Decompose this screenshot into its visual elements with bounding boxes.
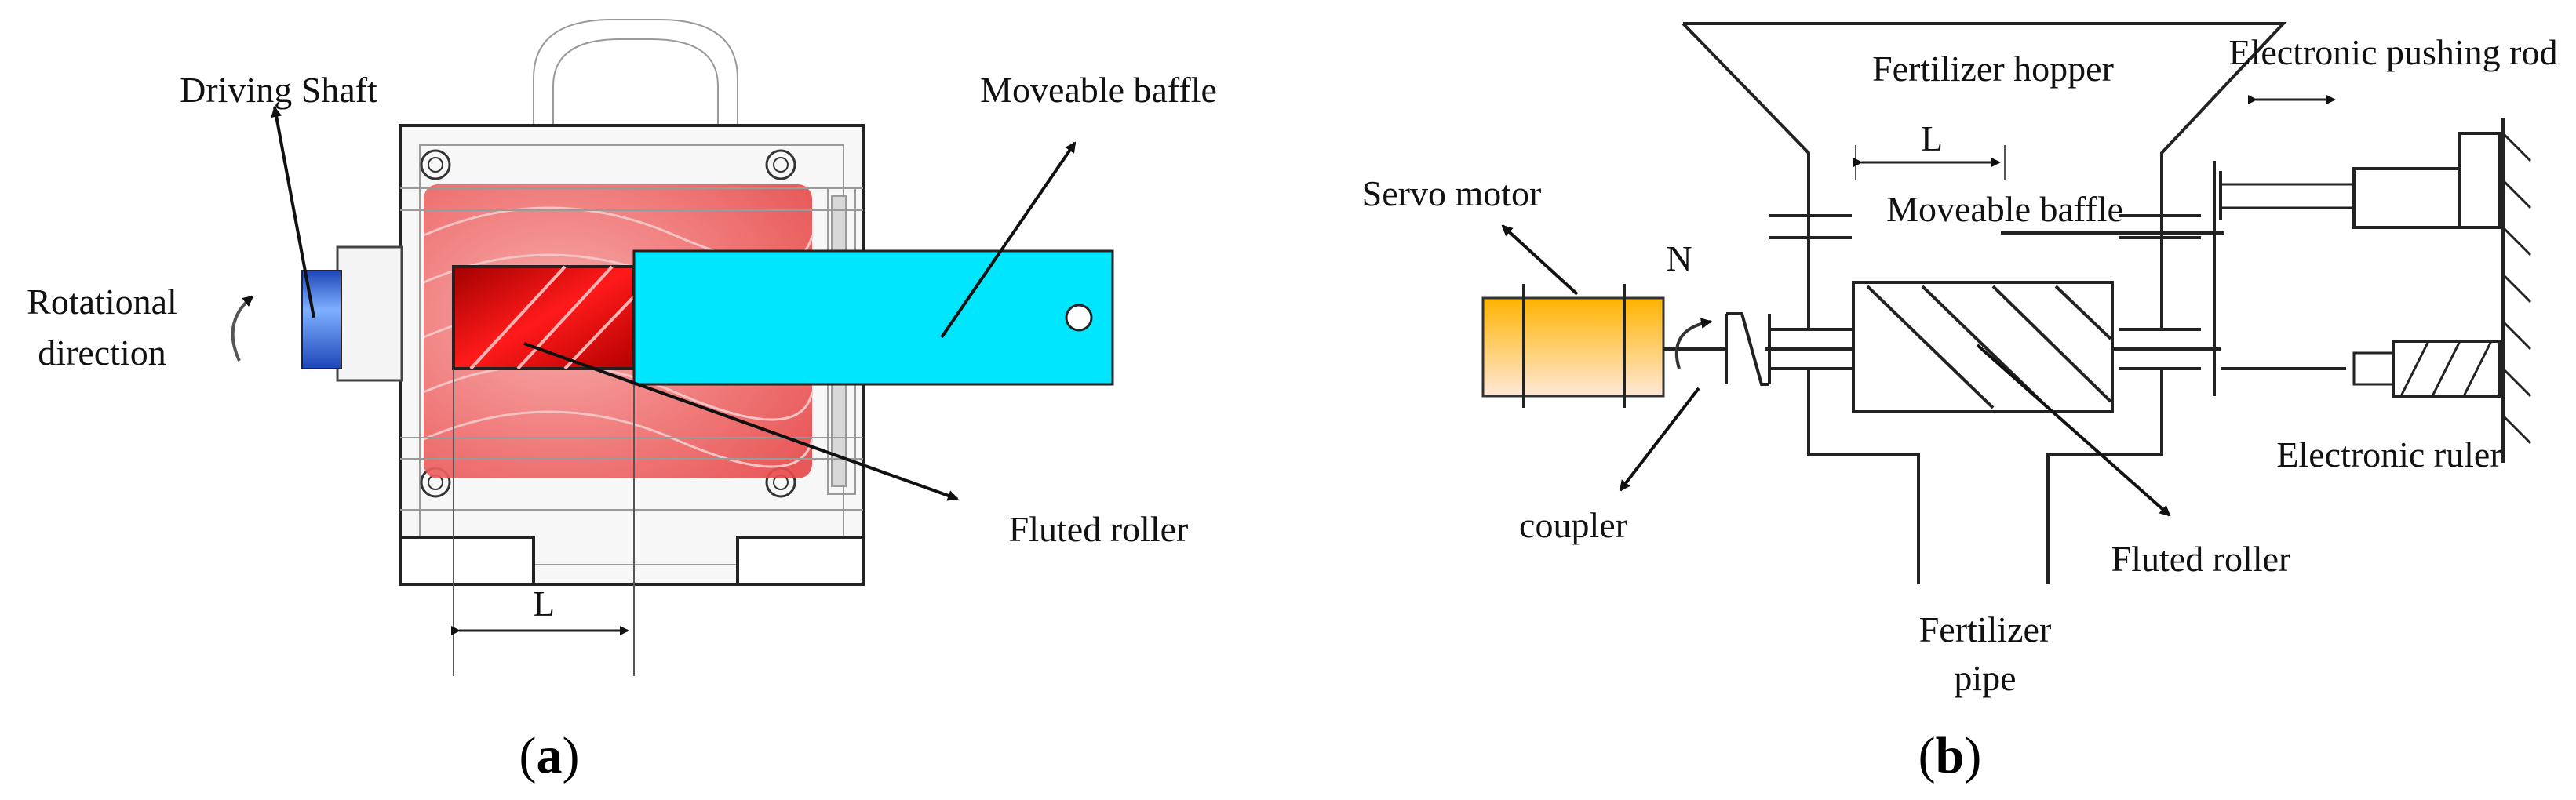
window-flutes <box>469 265 636 370</box>
moveable-baffle-label-b: Moveable baffle <box>1886 189 2123 229</box>
fluted-roller-label-b: Fluted roller <box>2111 539 2291 579</box>
electronic-ruler-hatch <box>2399 340 2493 397</box>
baffle-hole <box>1065 304 1093 332</box>
housing-foot-right <box>736 536 865 586</box>
moveable-baffle-leader-a <box>940 141 1077 339</box>
rotation-arrow-icon <box>231 295 254 362</box>
fluted-roller-leader-a <box>523 342 959 501</box>
fertilizer-pipe-label-line1: Fertilizer <box>1919 609 2052 649</box>
dimension-L-label-a: L <box>533 584 555 624</box>
coupler-label: coupler <box>1519 505 1627 545</box>
panel-b-caption: (b) <box>1918 727 1982 784</box>
fertilizer-pipe-label-line2: pipe <box>1954 658 2016 698</box>
moveable-baffle-label-a: Moveable baffle <box>980 70 1217 110</box>
speed-N-label: N <box>1666 238 1692 278</box>
servo-motor <box>1481 296 1665 398</box>
support-wall-hatch <box>2501 132 2532 445</box>
shaft-housing <box>336 245 403 382</box>
panel-b: Fertilizer hopper L Moveable baffle <box>1362 22 2558 784</box>
electronic-ruler-label: Electronic ruler <box>2276 435 2501 475</box>
housing-right-lower <box>2046 369 2163 584</box>
fertilizer-hopper-left-wall <box>1682 22 1810 255</box>
panel-a: L Driving Shaft Moveable baffle Rotation… <box>27 19 1217 784</box>
driving-shaft-label: Driving Shaft <box>180 70 377 110</box>
dimension-L-label-b: L <box>1921 118 1943 158</box>
dimension-L-a <box>451 369 635 676</box>
servo-motor-leader <box>1501 224 1579 296</box>
coupler-symbol <box>1726 312 1769 386</box>
fluted-roller-label-a: Fluted roller <box>1009 509 1189 549</box>
panel-b-letter: b <box>1936 727 1965 784</box>
panel-a-caption: (a) <box>519 727 580 784</box>
fluted-roller-leader-b <box>1976 344 2171 517</box>
rotational-label-line1: Rotational <box>27 282 177 322</box>
bolt-holes <box>420 149 796 498</box>
rotational-label-line2: direction <box>38 333 166 373</box>
pushing-rod-shaft <box>2219 183 2356 209</box>
panel-a-letter: a <box>537 727 563 784</box>
dimension-L-b <box>1853 145 2006 180</box>
fertilizer-hopper-label: Fertilizer hopper <box>1872 49 2114 89</box>
fertilizer-hopper-right-wall <box>1683 22 2287 255</box>
electronic-ruler-slider <box>2352 351 2395 386</box>
fluted-roller-b <box>1852 281 2114 413</box>
housing-left-lower <box>1807 369 1920 584</box>
electronic-pushing-rod-label: Electronic pushing rod <box>2228 32 2557 72</box>
motor-rotation-icon <box>1674 318 1712 369</box>
housing-handle <box>533 19 738 125</box>
servo-motor-label: Servo motor <box>1362 173 1542 213</box>
housing-foot-left <box>399 536 535 586</box>
driving-shaft-leader <box>271 106 315 318</box>
coupler-leader <box>1619 387 1700 492</box>
pushing-rod-mount <box>2458 132 2501 229</box>
moveable-baffle <box>632 249 1114 386</box>
fluted-roller-window <box>452 265 636 370</box>
pushing-rod-body <box>2352 167 2461 229</box>
